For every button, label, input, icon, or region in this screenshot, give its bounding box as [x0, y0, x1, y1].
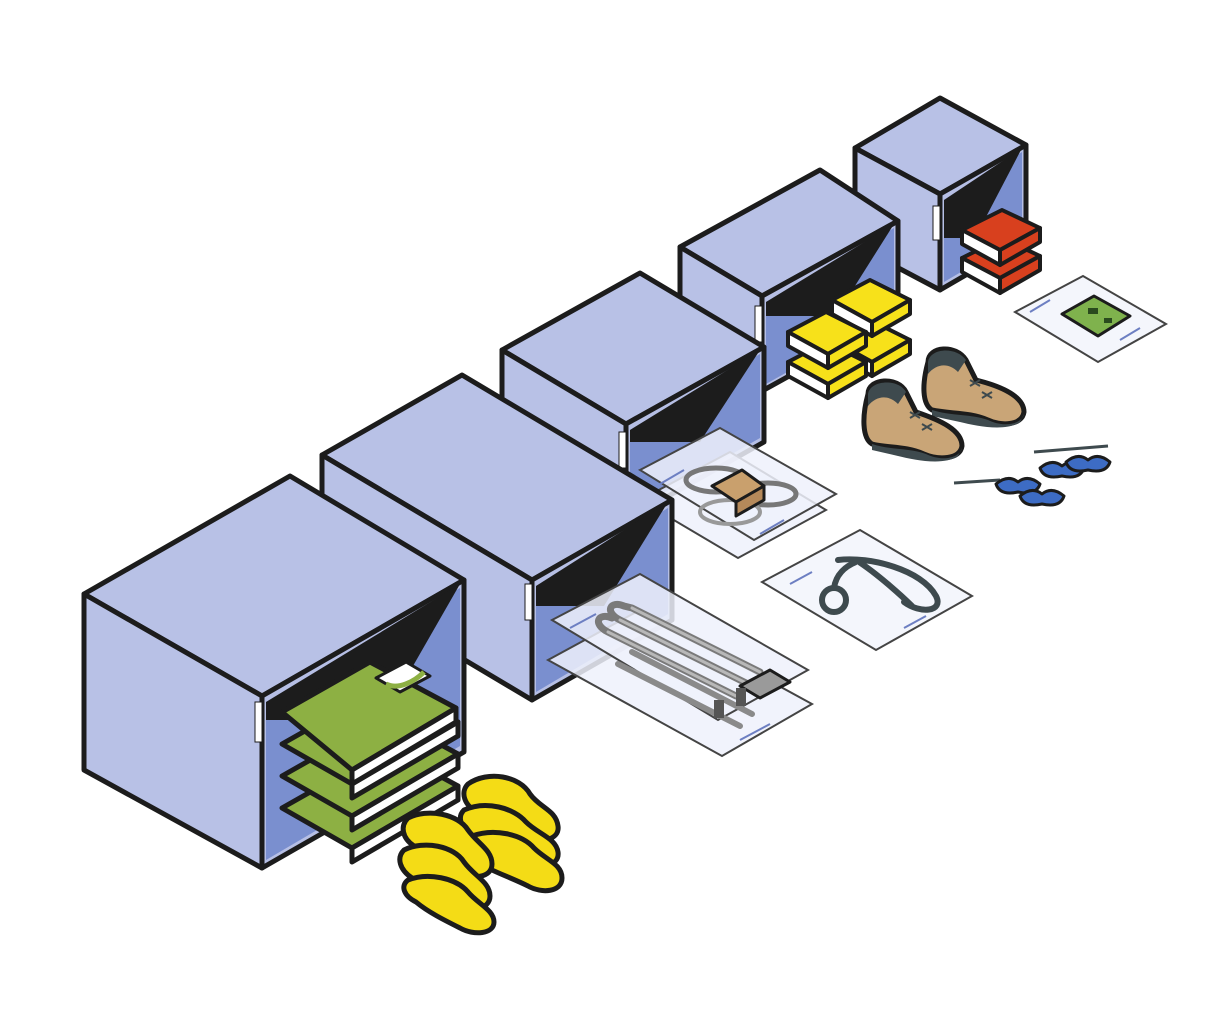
- goggles-icon: [953, 444, 1112, 507]
- yellow-books-icon: [786, 278, 912, 400]
- box-opening-shadow: [630, 350, 760, 442]
- box-label-tag: [932, 205, 941, 241]
- boots-icon: [861, 346, 1027, 462]
- box-label-tag: [618, 431, 627, 469]
- shirt-stack-icon: [279, 659, 461, 865]
- box-label-tag: [754, 305, 763, 343]
- padlock-bag-icon: [637, 426, 839, 560]
- box-opening-shadow: [944, 148, 1022, 238]
- box-opening-shadow: [536, 502, 668, 606]
- box-opening-shadow: [266, 584, 460, 720]
- circuit-board-bag-icon: [1012, 274, 1169, 364]
- sock-pile-icon: [397, 773, 565, 936]
- box-label-tag: [524, 583, 533, 621]
- stethoscope-bag-icon: [759, 528, 975, 652]
- box-opening-shadow: [766, 224, 894, 316]
- red-books-icon: [960, 208, 1042, 295]
- box-label-tag: [254, 701, 263, 743]
- heating-element-bag-icon: [545, 572, 815, 758]
